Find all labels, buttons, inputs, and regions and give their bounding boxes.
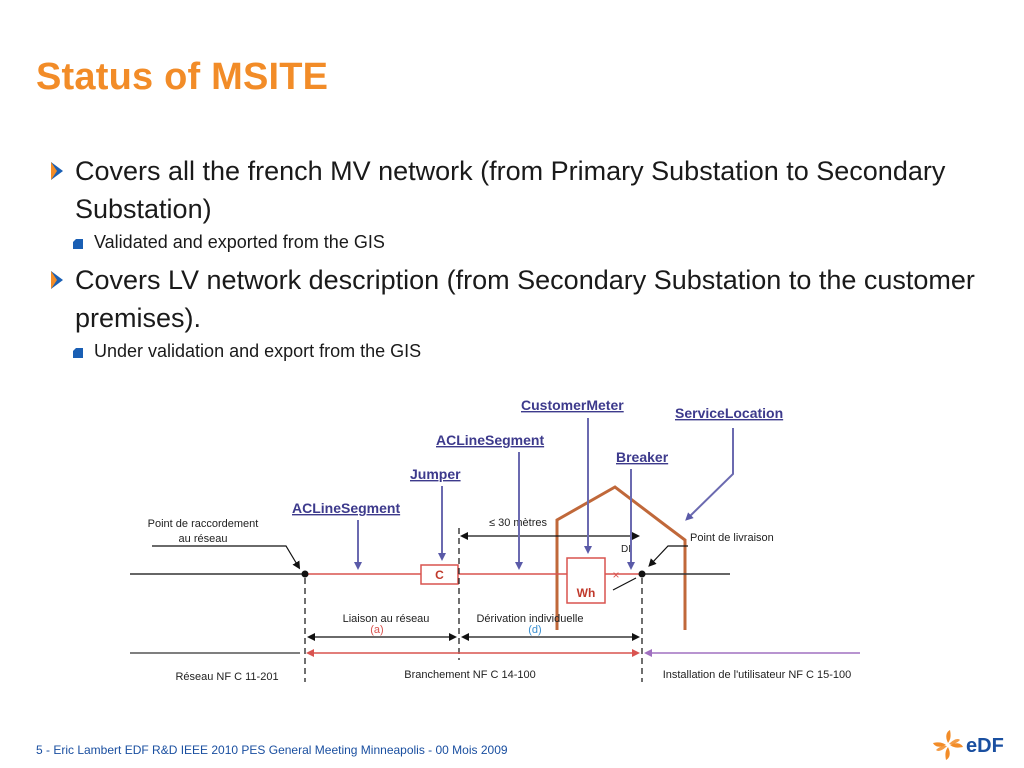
callout-jumper: Jumper xyxy=(410,466,461,482)
edf-logo-text: eDF xyxy=(966,735,1004,757)
derivation-ref-label: (d) xyxy=(528,624,541,636)
bullet-list: Covers all the french MV network (from P… xyxy=(48,152,998,370)
callout-customer-meter: CustomerMeter xyxy=(521,397,624,413)
jumper-box xyxy=(420,564,459,585)
sub-bullet-text-1: Validated and exported from the GIS xyxy=(94,232,385,252)
point-livraison-arrow xyxy=(648,545,688,567)
edf-flower-icon xyxy=(933,730,963,760)
callout-breaker: Breaker xyxy=(616,449,669,465)
point-raccordement-label-1: Point de raccordement xyxy=(148,518,259,530)
di-label: DI xyxy=(621,544,631,555)
bullet-text-2: Covers LV network description (from Seco… xyxy=(75,265,975,333)
meter-box xyxy=(566,557,606,604)
sub-bullet-square-icon xyxy=(73,348,83,358)
bullet-item-2: Covers LV network description (from Seco… xyxy=(48,261,998,337)
installation-label: Installation de l'utilisateur NF C 15-10… xyxy=(663,669,852,681)
network-diagram: C Wh × ≤ 30 mètres DI Point de raccordem… xyxy=(130,397,860,683)
sub-bullet-text-2: Under validation and export from the GIS xyxy=(94,341,422,361)
callout-service-location: ServiceLocation xyxy=(675,405,783,421)
callout-acline-segment-right: ACLineSegment xyxy=(436,432,544,448)
bullet-arrow-icon xyxy=(51,271,63,289)
point-raccordement-label-2: au réseau xyxy=(179,533,228,545)
breaker-switch xyxy=(612,577,637,591)
derivation-label: Dérivation individuelle xyxy=(476,613,583,625)
bullet-text-1: Covers all the french MV network (from P… xyxy=(75,156,946,224)
connection-point-left xyxy=(301,570,309,578)
callout-arrow-service-location xyxy=(685,428,734,521)
reseau-label: Réseau NF C 11-201 xyxy=(175,671,278,683)
slide-footer: 5 - Eric Lambert EDF R&D IEEE 2010 PES G… xyxy=(36,743,508,757)
sub-bullet-item-2: Under validation and export from the GIS xyxy=(48,338,998,364)
branchement-label: Branchement NF C 14-100 xyxy=(404,669,535,681)
slide-title: Status of MSITE xyxy=(36,56,329,98)
bullet-item-1: Covers all the french MV network (from P… xyxy=(48,152,998,228)
point-raccordement-arrow xyxy=(152,545,301,570)
connection-point-right xyxy=(638,570,646,578)
bullet-arrow-icon xyxy=(51,162,63,180)
point-livraison-label: Point de livraison xyxy=(690,532,774,544)
edf-logo: eDF xyxy=(933,730,1004,760)
meter-box-label: Wh xyxy=(577,586,596,600)
breaker-cross-icon: × xyxy=(612,568,619,582)
jumper-box-label: C xyxy=(435,568,444,582)
liaison-label: Liaison au réseau xyxy=(343,613,430,625)
sub-bullet-item-1: Validated and exported from the GIS xyxy=(48,229,998,255)
callout-acline-segment-left: ACLineSegment xyxy=(292,500,400,516)
sub-bullet-square-icon xyxy=(73,239,83,249)
liaison-ref-label: (a) xyxy=(370,624,383,636)
